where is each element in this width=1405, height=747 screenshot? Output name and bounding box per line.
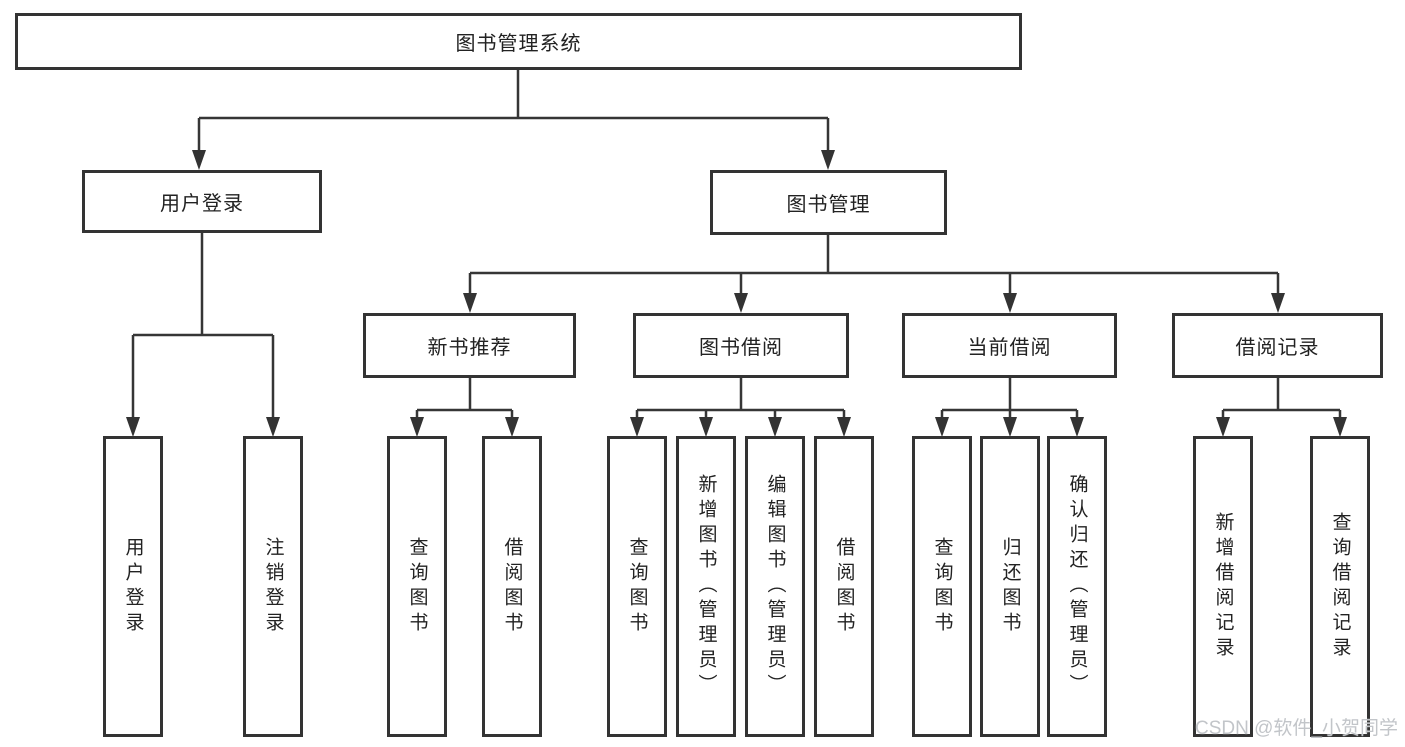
leaf-edit-book-admin: 编辑图书（管理员） <box>745 436 805 737</box>
leaf-label: 新增借阅记录 <box>1212 511 1234 662</box>
leaf-label: 借阅图书 <box>833 536 855 637</box>
leaf-label: 查询图书 <box>406 536 428 637</box>
leaf-query-books-recommend: 查询图书 <box>387 436 447 737</box>
leaf-query-borrow-record: 查询借阅记录 <box>1310 436 1370 737</box>
node-label: 当前借阅 <box>967 337 1052 359</box>
node-book-management: 图书管理 <box>710 170 947 235</box>
leaf-borrow-book: 借阅图书 <box>814 436 874 737</box>
leaf-query-books-current: 查询图书 <box>912 436 972 737</box>
node-book-borrow: 图书借阅 <box>633 313 849 378</box>
leaf-label: 确认归还（管理员） <box>1066 474 1088 699</box>
leaf-confirm-return-admin: 确认归还（管理员） <box>1047 436 1107 737</box>
node-label: 图书借阅 <box>699 337 783 359</box>
leaf-query-books-borrow: 查询图书 <box>607 436 667 737</box>
node-label: 图书管理 <box>786 194 871 216</box>
leaf-label: 查询图书 <box>626 536 648 637</box>
leaf-label: 查询图书 <box>931 536 953 637</box>
leaf-label: 查询借阅记录 <box>1329 511 1351 662</box>
leaf-user-login: 用户登录 <box>103 436 163 737</box>
leaf-borrow-book-recommend: 借阅图书 <box>482 436 542 737</box>
watermark: CSDN @软件_小贺同学 <box>1195 718 1398 739</box>
leaf-return-book: 归还图书 <box>980 436 1040 737</box>
node-label: 新书推荐 <box>427 337 512 359</box>
leaf-label: 注销登录 <box>262 536 284 637</box>
leaf-logout: 注销登录 <box>243 436 303 737</box>
node-label: 用户登录 <box>160 193 244 215</box>
leaf-label: 借阅图书 <box>501 536 523 637</box>
node-label: 借阅记录 <box>1235 337 1320 359</box>
node-root-label: 图书管理系统 <box>455 33 582 55</box>
leaf-add-book-admin: 新增图书（管理员） <box>676 436 736 737</box>
node-root: 图书管理系统 <box>15 13 1022 70</box>
leaf-add-borrow-record: 新增借阅记录 <box>1193 436 1253 737</box>
node-current-borrow: 当前借阅 <box>902 313 1117 378</box>
leaf-label: 编辑图书（管理员） <box>764 474 786 699</box>
node-borrow-records: 借阅记录 <box>1172 313 1383 378</box>
leaf-label: 归还图书 <box>999 536 1021 637</box>
node-new-book-recommend: 新书推荐 <box>363 313 576 378</box>
leaf-label: 用户登录 <box>122 536 144 637</box>
node-user-login: 用户登录 <box>82 170 322 233</box>
leaf-label: 新增图书（管理员） <box>695 474 717 699</box>
